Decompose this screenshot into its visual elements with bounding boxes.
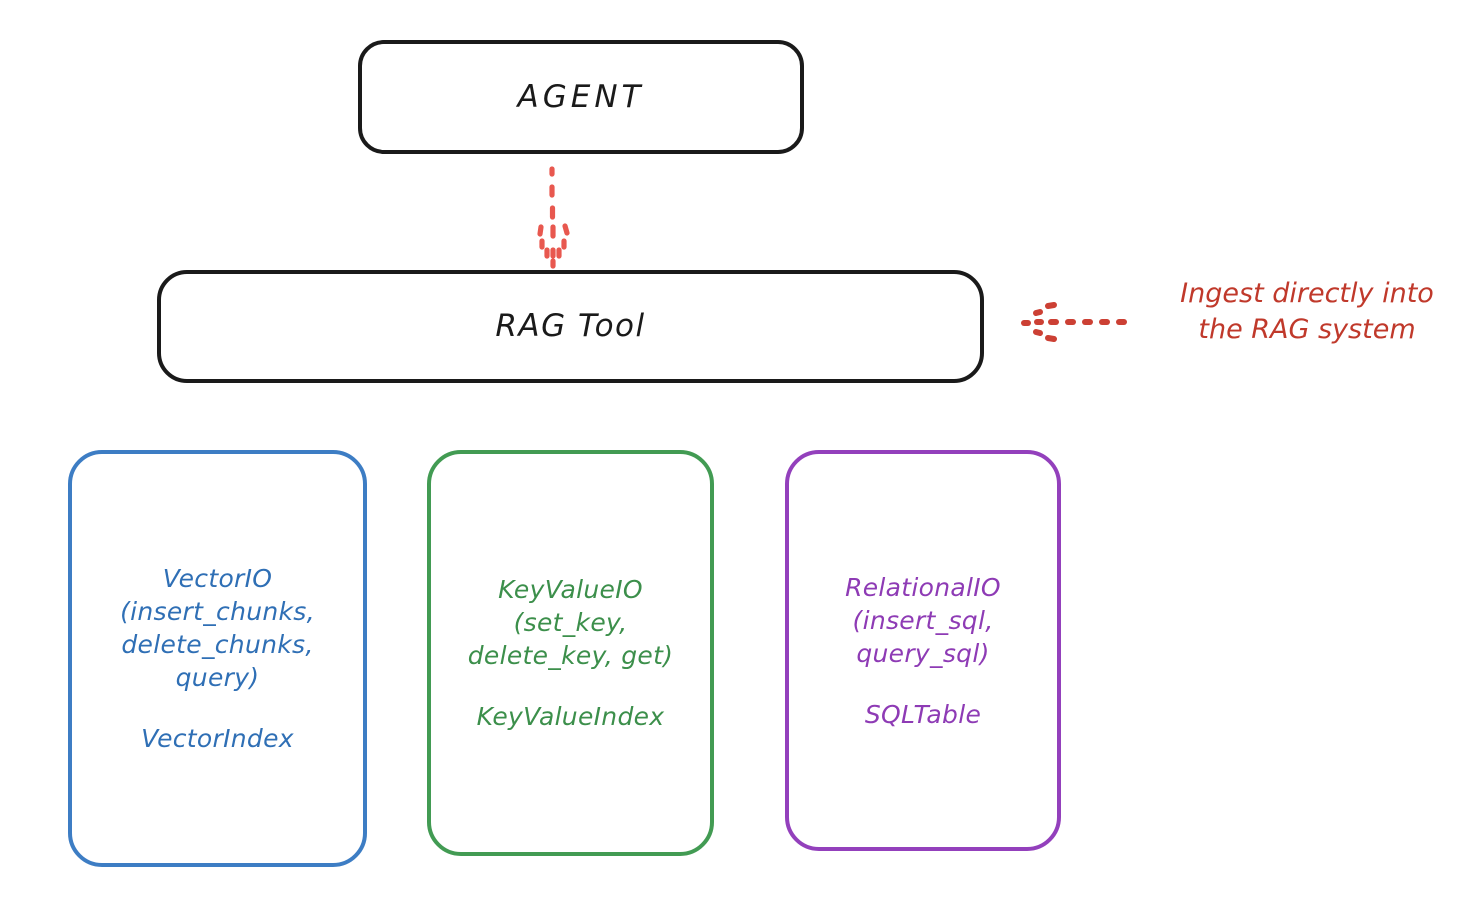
relational-io-index-label: SQLTable [864, 699, 982, 729]
key-value-io-content: KeyValueIO (set_key, delete_key, get) Ke… [468, 540, 673, 766]
key-value-io-index-label: KeyValueIndex [476, 702, 665, 731]
rag-tool-node[interactable]: RAG Tool [157, 270, 984, 383]
vector-io-node[interactable]: VectorIO (insert_chunks, delete_chunks, … [68, 450, 367, 867]
relational-io-api-label: RelationalIO (insert_sql, query_sql) [845, 572, 1001, 668]
relational-io-node[interactable]: RelationalIO (insert_sql, query_sql) SQL… [785, 450, 1061, 851]
vector-io-index-label: VectorIndex [141, 724, 294, 753]
ingest-annotation-text: Ingest directly into the RAG system [1180, 278, 1434, 346]
key-value-io-node[interactable]: KeyValueIO (set_key, delete_key, get) Ke… [427, 450, 714, 856]
ingest-to-rag-tool-arrow [1021, 302, 1127, 342]
agent-node-label: AGENT [517, 78, 645, 115]
vector-io-api-label: VectorIO (insert_chunks, delete_chunks, … [120, 564, 315, 692]
agent-node[interactable]: AGENT [358, 40, 804, 154]
agent-to-rag-tool-arrow [537, 166, 570, 269]
relational-io-content: RelationalIO (insert_sql, query_sql) SQL… [845, 538, 1001, 764]
key-value-io-api-label: KeyValueIO (set_key, delete_key, get) [467, 575, 674, 670]
vector-io-content: VectorIO (insert_chunks, delete_chunks, … [120, 529, 315, 788]
rag-tool-node-label: RAG Tool [495, 308, 646, 345]
